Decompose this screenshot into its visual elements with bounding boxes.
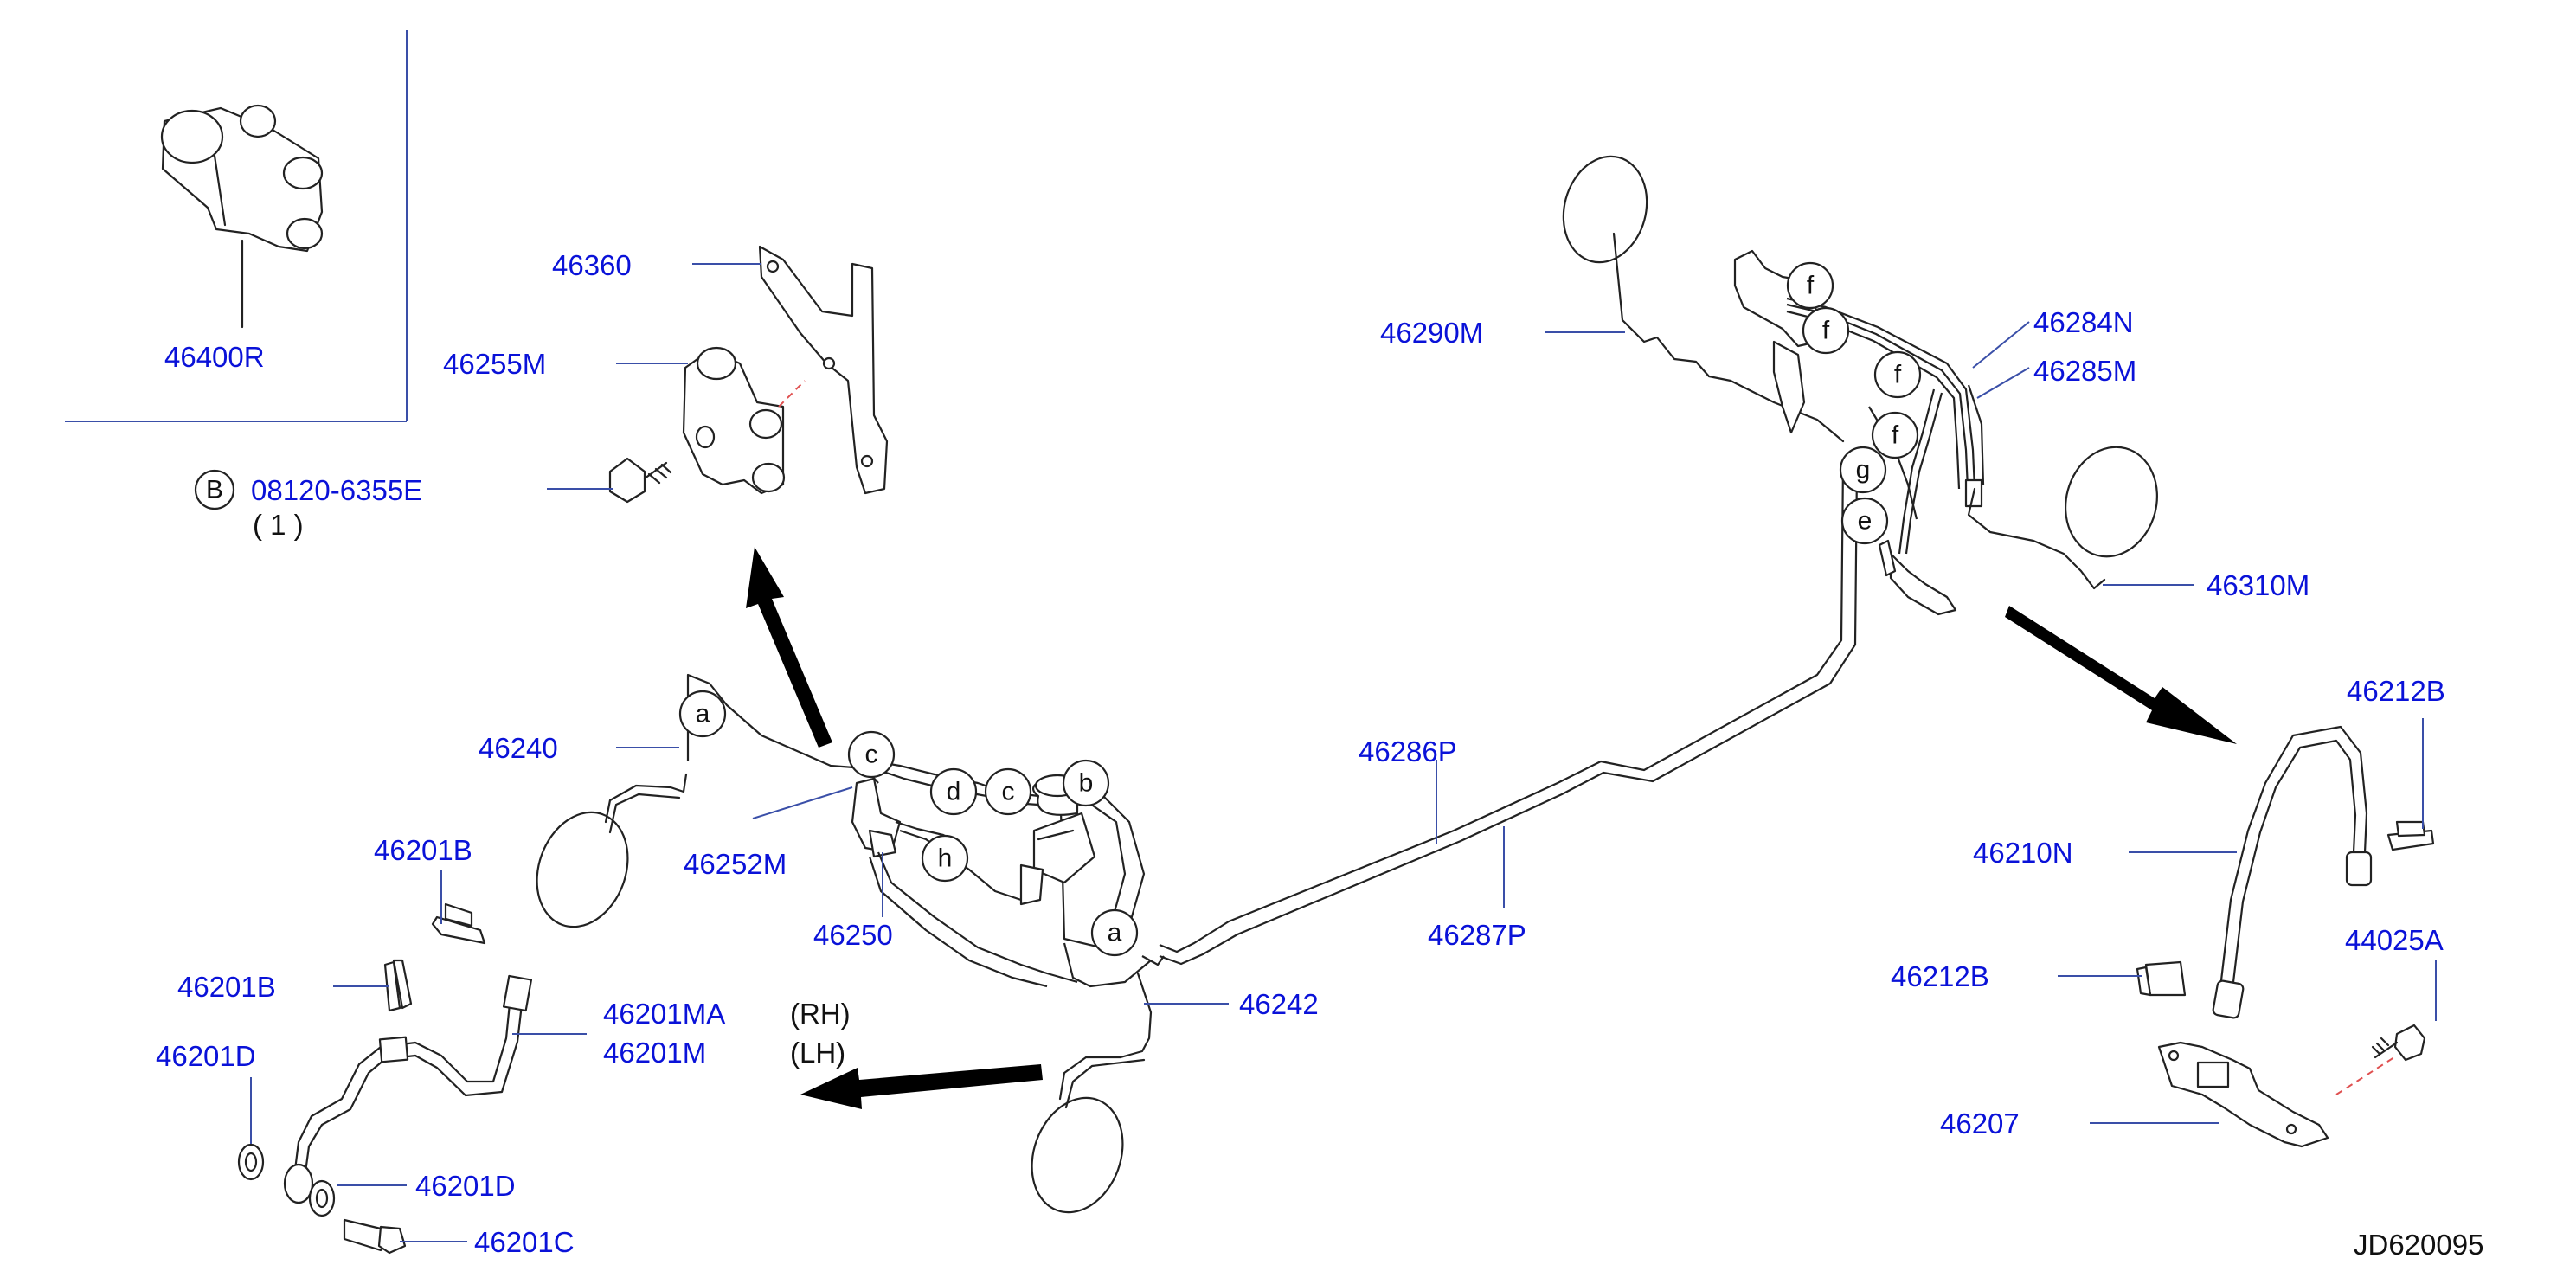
svg-text:a: a xyxy=(1108,919,1122,947)
svg-text:d: d xyxy=(947,778,961,806)
part-label-46201C: 46201C xyxy=(474,1226,575,1258)
washer-46201D-b xyxy=(308,1179,336,1217)
connector-f1: f xyxy=(1786,261,1834,310)
side-label-lh: (LH) xyxy=(790,1037,845,1069)
connector-a1: a xyxy=(678,690,727,738)
brake-backplate-front-right xyxy=(1031,972,1153,1214)
connector-f2: f xyxy=(1802,306,1850,355)
svg-text:b: b xyxy=(1079,769,1094,798)
part-label-46290M: 46290M xyxy=(1380,317,1483,349)
connector-e: e xyxy=(1840,497,1889,545)
bolt-circle-marker xyxy=(194,469,235,510)
quantity-label: ( 1 ) xyxy=(253,509,304,541)
bolt-circle-letter: B xyxy=(206,476,223,504)
rear-bracket-drawing xyxy=(1733,249,1819,434)
part-label-46201M: 46201M xyxy=(603,1037,706,1069)
svg-text:c: c xyxy=(1002,778,1015,806)
connector-f4: f xyxy=(1871,411,1919,459)
connector-c2: c xyxy=(984,767,1032,816)
part-label-46400R: 46400R xyxy=(164,341,265,373)
part-label-46210N: 46210N xyxy=(1973,837,2073,869)
main-pipe-46286P-46287P xyxy=(1159,447,1877,966)
part-label-44025A: 44025A xyxy=(2345,924,2444,956)
part-label-46360: 46360 xyxy=(552,249,632,281)
svg-text:g: g xyxy=(1856,456,1871,485)
part-label-08120-6355E: 08120-6355E xyxy=(251,474,422,506)
bracket-46360-drawing xyxy=(758,245,889,495)
clip-46212B-top xyxy=(2386,820,2435,851)
arrow-down-right xyxy=(2005,606,2237,744)
part-label-46287P: 46287P xyxy=(1428,919,1526,951)
bolt-46201C-drawing xyxy=(343,1218,407,1255)
side-label-rh: (RH) xyxy=(790,998,851,1030)
part-label-46201B-a: 46201B xyxy=(374,834,472,866)
part-label-46242: 46242 xyxy=(1239,988,1319,1020)
inset-box xyxy=(65,30,408,422)
rear-mount-clips xyxy=(1878,478,1983,616)
connector-g: g xyxy=(1839,446,1887,494)
svg-text:c: c xyxy=(865,741,878,769)
clip-46201B-b xyxy=(383,959,413,1012)
connector-c1: c xyxy=(847,730,896,779)
connector-b: b xyxy=(1062,759,1110,807)
part-label-46201D-a: 46201D xyxy=(156,1040,256,1072)
connector-f3: f xyxy=(1873,350,1922,399)
connector-h: h xyxy=(921,834,969,883)
clip-46212B-bottom xyxy=(2136,960,2187,997)
part-label-46240: 46240 xyxy=(479,732,558,764)
part-label-46207: 46207 xyxy=(1940,1107,2020,1140)
bolt-44025A-drawing xyxy=(2371,1024,2426,1062)
part-label-46252M: 46252M xyxy=(684,848,787,880)
part-label-46284N: 46284N xyxy=(2033,306,2134,338)
valve-46255M-drawing xyxy=(682,346,786,495)
part-label-46201B-b: 46201B xyxy=(177,971,276,1003)
arrow-left xyxy=(800,1064,1043,1109)
bolt-08120-drawing xyxy=(608,457,672,504)
part-label-46255M: 46255M xyxy=(443,348,546,380)
rear-hose-46210N-drawing xyxy=(2212,725,2373,1019)
svg-text:a: a xyxy=(696,700,710,729)
washer-46201D-a xyxy=(237,1143,265,1181)
svg-text:f: f xyxy=(1894,361,1902,389)
junction-block-46252M xyxy=(851,777,902,858)
clip-46201B-a xyxy=(431,902,486,945)
part-label-46310M: 46310M xyxy=(2207,569,2309,601)
svg-text:f: f xyxy=(1892,421,1899,450)
valve-46400R-drawing xyxy=(160,104,324,329)
part-label-46285M: 46285M xyxy=(2033,355,2136,387)
svg-text:f: f xyxy=(1807,272,1815,300)
part-label-46250: 46250 xyxy=(813,919,893,951)
svg-text:f: f xyxy=(1822,317,1830,345)
svg-text:e: e xyxy=(1858,507,1873,536)
part-label-46201MA: 46201MA xyxy=(603,998,725,1030)
part-label-46212B-bottom: 46212B xyxy=(1891,960,1989,992)
arrow-up-to-valve xyxy=(746,547,832,748)
brake-backplate-rear-right xyxy=(1967,446,2158,590)
diagram-code: JD620095 xyxy=(2354,1229,2483,1261)
part-label-46212B-top: 46212B xyxy=(2347,675,2445,707)
svg-text:h: h xyxy=(938,844,953,873)
part-label-46286P: 46286P xyxy=(1359,735,1457,767)
bracket-46207-drawing xyxy=(2157,1041,2329,1148)
connector-a2: a xyxy=(1090,908,1139,957)
brake-backplate-front-left xyxy=(536,773,688,928)
part-label-46201D-b: 46201D xyxy=(415,1170,516,1202)
front-hose-46201M-drawing xyxy=(283,974,533,1204)
connector-d: d xyxy=(929,767,978,816)
